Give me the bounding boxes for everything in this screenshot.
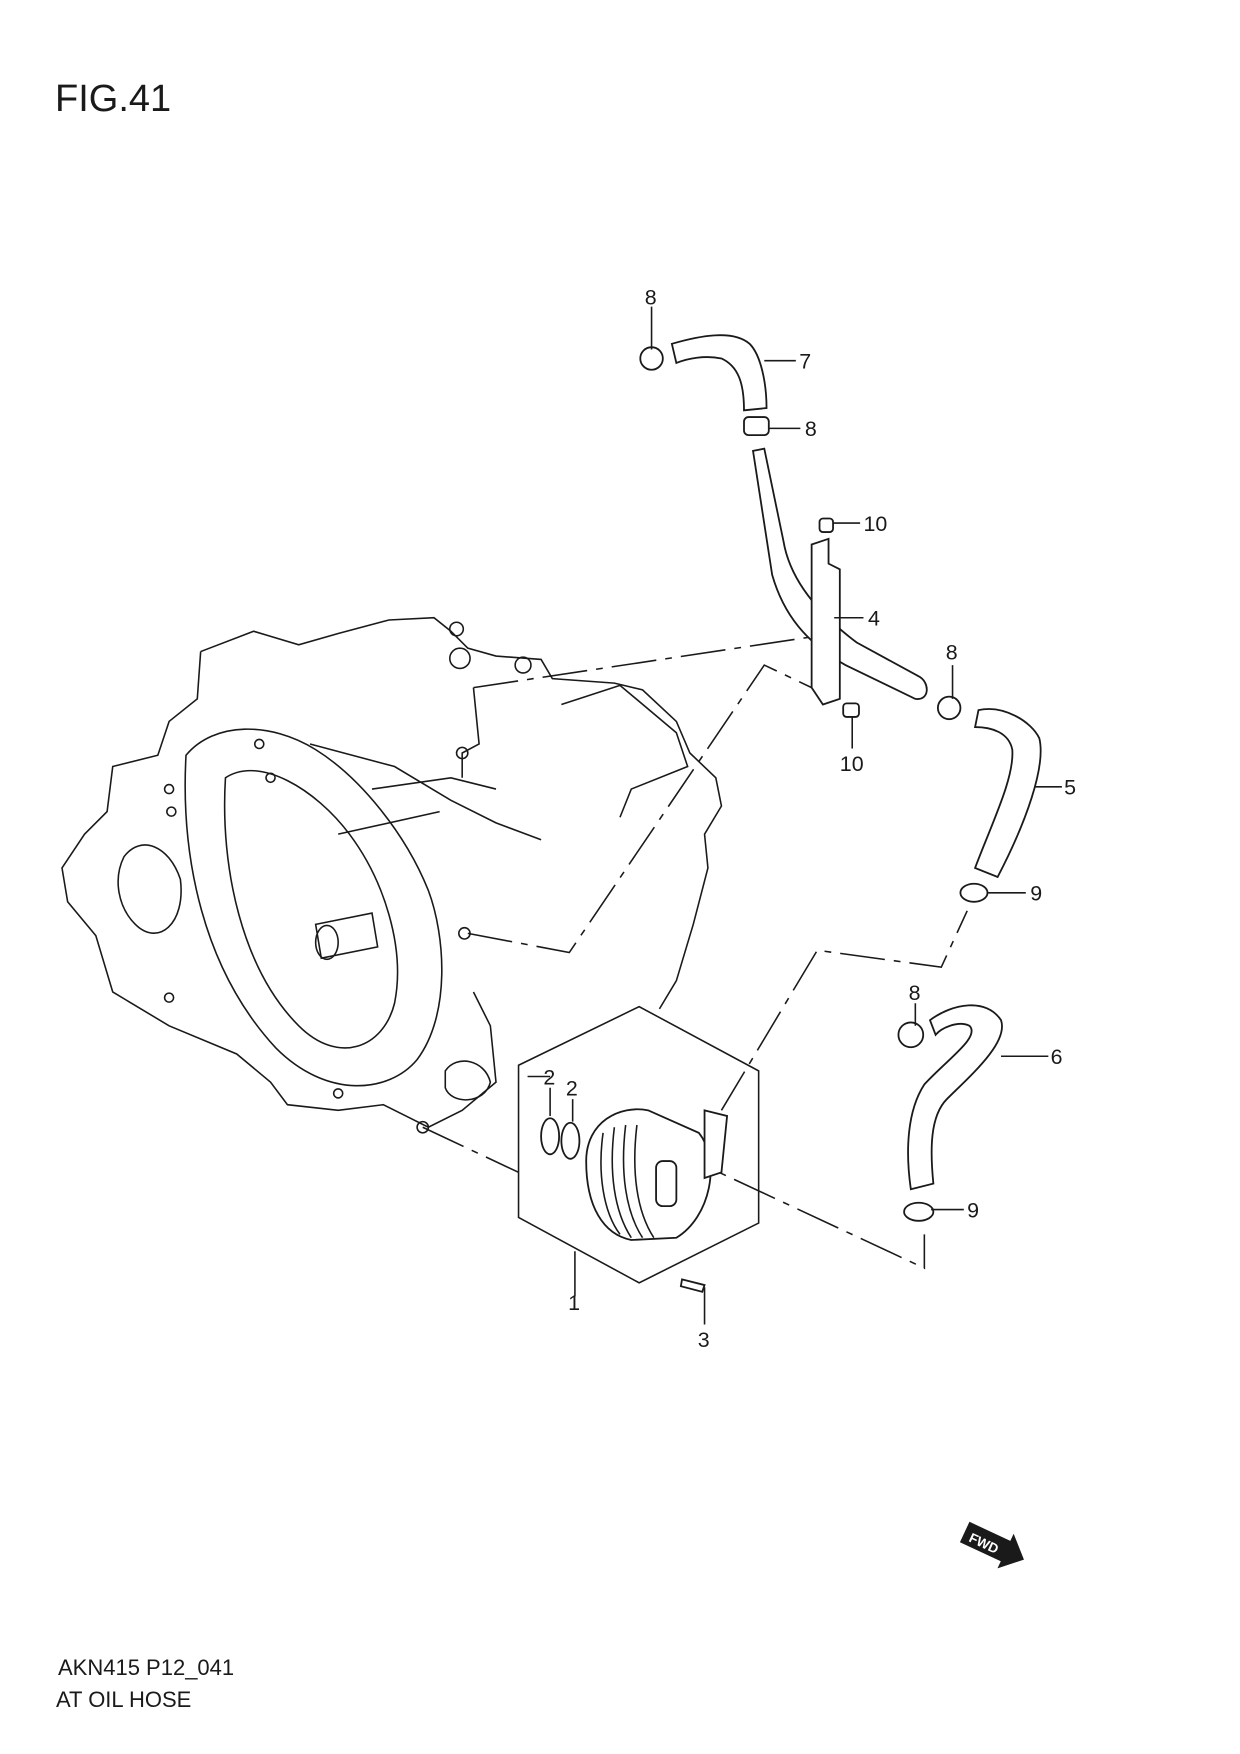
- figure-code: AKN415 P12_041: [58, 1655, 235, 1680]
- callout-8: 8: [946, 640, 958, 664]
- callout-2: 2: [566, 1077, 578, 1101]
- callout-10: 10: [863, 512, 887, 536]
- callout-2: 2: [543, 1065, 555, 1089]
- callout-10: 10: [840, 752, 864, 776]
- callout-7: 7: [799, 350, 811, 374]
- oil-cooler-assembly: [517, 1005, 760, 1293]
- fwd-arrow-icon: FWD: [959, 1521, 1024, 1569]
- transmission-case: [61, 616, 723, 1134]
- callout-8: 8: [909, 981, 921, 1005]
- callout-9: 9: [1030, 882, 1042, 906]
- callout-labels: 8 7 8 10 4 8 5 10 9 8 6 2 2 9 1 3: [543, 285, 1076, 1352]
- callout-9: 9: [967, 1198, 979, 1222]
- callout-4: 4: [868, 607, 880, 631]
- leader-lines: [422, 636, 968, 1325]
- clamps: [639, 346, 989, 1222]
- callout-1: 1: [568, 1291, 580, 1315]
- callout-8: 8: [805, 417, 817, 441]
- figure-caption: AT OIL HOSE: [56, 1687, 192, 1712]
- hoses: [670, 334, 1042, 1191]
- callout-3: 3: [698, 1328, 710, 1352]
- callout-6: 6: [1051, 1045, 1063, 1069]
- callout-lines: [527, 306, 1062, 1211]
- callout-8: 8: [645, 285, 657, 309]
- callout-5: 5: [1064, 776, 1076, 800]
- figure-title: FIG.41: [55, 78, 172, 120]
